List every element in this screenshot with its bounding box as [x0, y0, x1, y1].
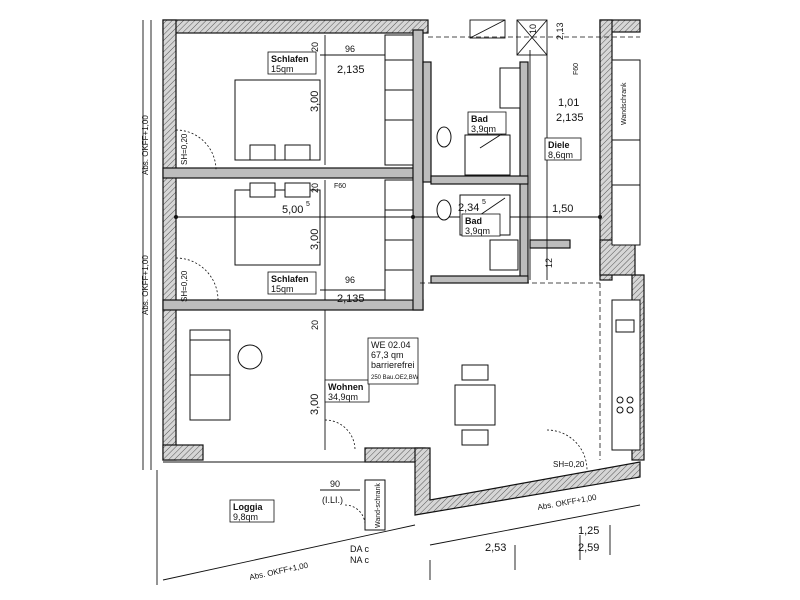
okff-right: Abs. OKFF+1,00: [537, 493, 598, 512]
room-name: Loggia: [233, 502, 263, 512]
dim-101: 1,01: [558, 97, 579, 109]
dim-96-top: 96: [345, 44, 355, 54]
dim-234-sup: 5: [482, 199, 486, 206]
na-label: NA c: [350, 555, 370, 565]
dim-259: 2,59: [578, 542, 599, 554]
label-f60: F60: [334, 183, 346, 190]
wall-bottom-diagonal: [414, 447, 641, 516]
wall-utility: [599, 239, 636, 276]
unit-id: WE 02.04: [371, 340, 411, 350]
wall-bedrooms-divider: [162, 167, 424, 179]
wall-bad-right: [519, 61, 529, 283]
wall-left: [162, 19, 177, 461]
wandschrank-box: [364, 479, 386, 531]
dim-234: 2,34: [458, 202, 479, 214]
bedroom-bottom-furniture: [175, 179, 414, 301]
room-area: 3,9qm: [465, 226, 490, 236]
okff-left-bottom: Abs. OKFF+1,00: [141, 255, 150, 315]
room-name: Bad: [465, 216, 482, 226]
dim-300-mid: 3,00: [309, 229, 321, 250]
okff-bottom: Abs. OKFF+1,00: [249, 561, 310, 582]
bed-bottom: [234, 189, 321, 266]
ili-label: (I.LI.): [322, 495, 343, 505]
dim-300-wohnen: 3,00: [309, 394, 321, 415]
dim-500-sup: 5: [306, 201, 310, 208]
dim-150: 1,50: [552, 203, 573, 215]
dim-10-top: 10: [528, 24, 538, 34]
unit-area: 67,3 qm: [371, 350, 404, 360]
label-schlafen-bottom: Schlafen 15qm: [267, 271, 317, 295]
dim-20-top: 20: [310, 42, 320, 52]
room-area: 34,9qm: [328, 392, 358, 402]
dim-253: 2,53: [485, 542, 506, 554]
dim-20-mid: 20: [310, 183, 320, 193]
dim-2135-bottom: 2,135: [337, 293, 365, 305]
unit-note: 250 Bau.OE2,BW: [371, 375, 419, 381]
wall-top: [162, 19, 429, 34]
label-bad-top: Bad 3,9qm: [467, 111, 507, 135]
dimension-texts: 96 2,135 20 3,00 5,00 5 20 3,00 96 2,135…: [282, 22, 599, 554]
wall-bad-left: [422, 61, 432, 183]
diele-fixtures: [546, 59, 641, 471]
dim-96-bottom: 96: [345, 275, 355, 285]
sh-top: SH=0,20: [180, 133, 189, 165]
room-area: 15qm: [271, 64, 294, 74]
wall-bedrooms-right: [412, 29, 424, 311]
wall-bedroom-living: [162, 299, 424, 311]
dim-500: 5,00: [282, 204, 303, 216]
top-openings: [428, 19, 640, 56]
unit-label: WE 02.04 67,3 qm barrierefrei 250 Bau.OE…: [367, 337, 419, 385]
dim-213-top: 2,13: [555, 22, 565, 40]
label-loggia: Loggia 9,8qm: [229, 499, 275, 523]
label-diele: Diele 8,6qm: [544, 137, 582, 161]
bedroom-top-furniture: [175, 34, 414, 171]
label-schlafen-top: Schlafen 15qm: [267, 51, 317, 75]
da-label: DA c: [350, 544, 370, 554]
dim-90: 90: [330, 479, 340, 489]
left-facade: [142, 20, 158, 585]
room-area: 8,6qm: [548, 150, 573, 160]
room-area: 15qm: [271, 284, 294, 294]
wall-bad-divider: [430, 175, 529, 185]
label-bad-bottom: Bad 3,9qm: [461, 213, 501, 237]
room-name: Diele: [548, 140, 570, 150]
sh-right: SH=0,20: [553, 460, 585, 469]
dim-300-top: 3,00: [309, 91, 321, 112]
wall-diele-lower: [529, 239, 571, 249]
room-name: Wohnen: [328, 382, 363, 392]
dim-125: 1,25: [578, 525, 599, 537]
unit-type: barrierefrei: [371, 360, 415, 370]
dim-20-bottom: 20: [310, 320, 320, 330]
dim-2135-diele: 2,135: [556, 112, 584, 124]
wardrobe-top: [384, 34, 414, 166]
wandschrank-loggia: Wand-schrank: [375, 483, 382, 528]
interior-walls: [162, 29, 636, 311]
okff-left-top: Abs. OKFF+1,00: [141, 115, 150, 175]
room-area: 3,9qm: [471, 124, 496, 134]
wandschrank-right: Wandschrank: [621, 82, 628, 125]
dim-2135-top: 2,135: [337, 64, 365, 76]
room-name: Schlafen: [271, 54, 309, 64]
room-name: Schlafen: [271, 274, 309, 284]
dining-table: [454, 384, 496, 426]
wall-left-bottom: [162, 444, 204, 461]
coffee-table: [237, 344, 263, 370]
room-name: Bad: [471, 114, 488, 124]
label-wohnen: Wohnen 34,9qm: [324, 379, 370, 403]
bath-top-fixtures: [436, 67, 521, 176]
room-area: 9,8qm: [233, 512, 258, 522]
wall-bad-bottom: [430, 275, 529, 284]
dim-12: 12: [544, 258, 554, 268]
label-f60-diele: F60: [573, 63, 580, 75]
living-furniture: [189, 282, 601, 460]
sh-mid: SH=0,20: [180, 270, 189, 302]
loggia: [162, 461, 641, 581]
